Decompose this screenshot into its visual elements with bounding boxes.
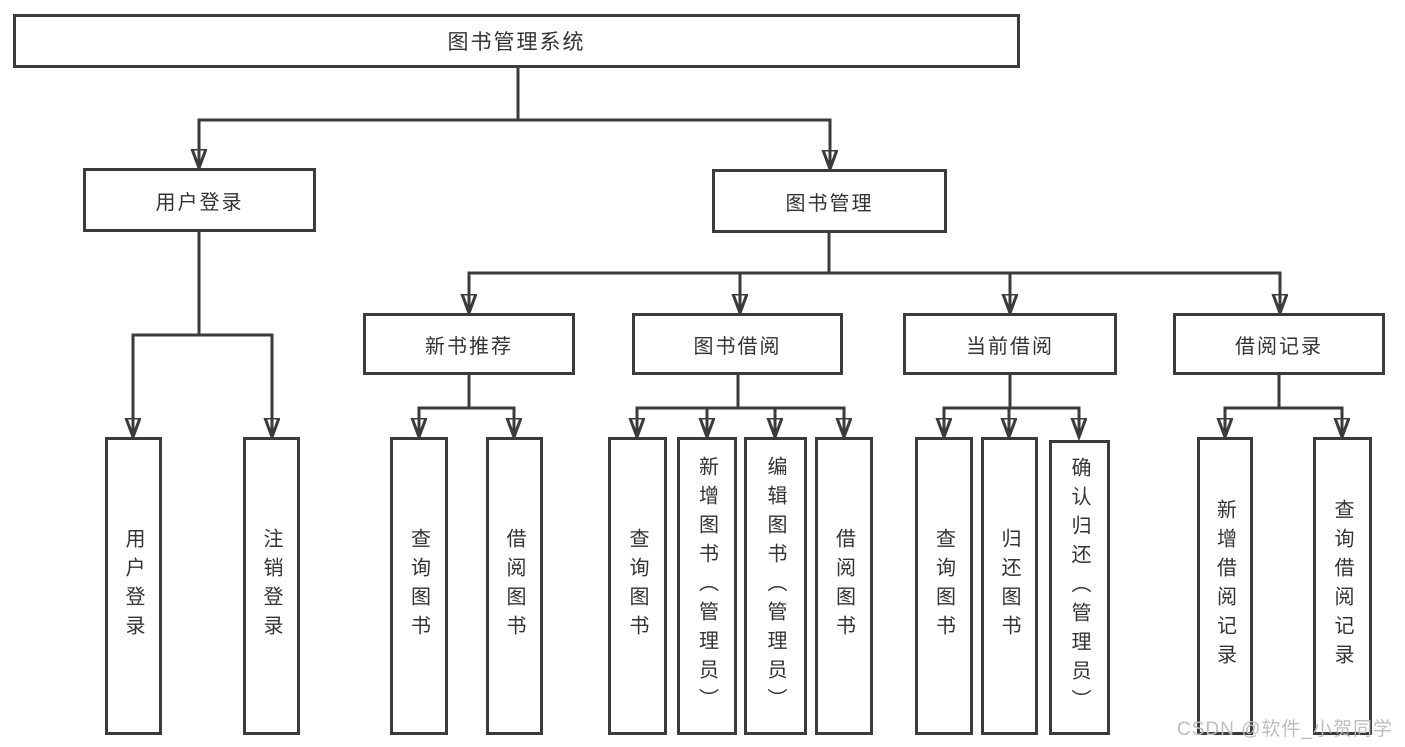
leaf-query-books-borrowing: 查询图书 xyxy=(608,437,667,735)
node-borrowing-records: 借阅记录 xyxy=(1173,313,1385,375)
node-library-management-system: 图书管理系统 xyxy=(13,14,1020,68)
node-book-management: 图书管理 xyxy=(712,169,947,233)
leaf-add-borrow-record: 新增借阅记录 xyxy=(1197,437,1253,735)
leaf-query-books-current: 查询图书 xyxy=(915,437,973,735)
leaf-logout: 注销登录 xyxy=(243,437,300,735)
leaf-add-books-admin: 新增图书（管理员） xyxy=(677,437,737,735)
leaf-confirm-return-admin: 确认归还（管理员） xyxy=(1049,440,1110,735)
node-current-borrowing: 当前借阅 xyxy=(903,313,1117,375)
leaf-borrow-books: 借阅图书 xyxy=(815,437,873,735)
leaf-return-books: 归还图书 xyxy=(981,437,1038,735)
node-new-book-recommendation: 新书推荐 xyxy=(363,313,575,375)
node-book-borrowing: 图书借阅 xyxy=(632,313,843,375)
leaf-borrow-books-recommend: 借阅图书 xyxy=(486,437,543,735)
leaf-user-login: 用户登录 xyxy=(105,437,162,735)
leaf-edit-books-admin: 编辑图书（管理员） xyxy=(744,437,807,735)
leaf-query-books-recommend: 查询图书 xyxy=(390,437,448,735)
watermark: CSDN @软件_小贺同学 xyxy=(1177,719,1393,740)
leaf-query-borrow-record: 查询借阅记录 xyxy=(1313,437,1372,735)
node-user-login: 用户登录 xyxy=(83,168,316,232)
